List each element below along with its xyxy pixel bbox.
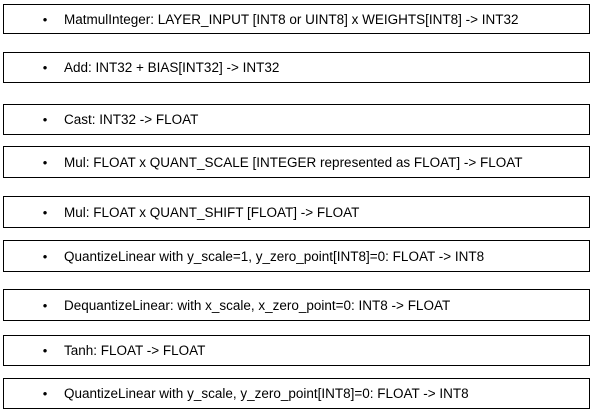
step-label: Tanh: FLOAT -> FLOAT (64, 343, 206, 358)
step-label: QuantizeLinear with y_scale, y_zero_poin… (64, 386, 469, 401)
step-box-tanh: • Tanh: FLOAT -> FLOAT (3, 335, 590, 366)
bullet-icon: • (42, 204, 48, 220)
step-label: DequantizeLinear: with x_scale, x_zero_p… (64, 297, 451, 313)
step-label: MatmulInteger: LAYER_INPUT [INT8 or UINT… (64, 11, 519, 27)
step-box-mul-quant-shift: • Mul: FLOAT x QUANT_SHIFT [FLOAT] -> FL… (3, 196, 590, 228)
step-box-quantizelinear-scale-1: • QuantizeLinear with y_scale=1, y_zero_… (3, 240, 590, 272)
step-box-add: • Add: INT32 + BIAS[INT32] -> INT32 (3, 52, 590, 83)
bullet-icon: • (42, 343, 48, 358)
step-label: Cast: INT32 -> FLOAT (64, 112, 199, 127)
bullet-icon: • (42, 60, 48, 75)
step-box-dequantizelinear: • DequantizeLinear: with x_scale, x_zero… (3, 289, 590, 321)
step-box-quantizelinear-final: • QuantizeLinear with y_scale, y_zero_po… (3, 378, 590, 409)
bullet-icon: • (42, 297, 48, 313)
step-label: Mul: FLOAT x QUANT_SCALE [INTEGER repres… (64, 154, 523, 170)
step-label: Mul: FLOAT x QUANT_SHIFT [FLOAT] -> FLOA… (64, 204, 360, 220)
bullet-icon: • (42, 112, 48, 127)
step-label: QuantizeLinear with y_scale=1, y_zero_po… (64, 248, 485, 264)
step-box-mul-quant-scale: • Mul: FLOAT x QUANT_SCALE [INTEGER repr… (3, 146, 590, 178)
bullet-icon: • (42, 386, 48, 401)
step-box-matmulinteger: • MatmulInteger: LAYER_INPUT [INT8 or UI… (3, 4, 590, 34)
step-box-cast: • Cast: INT32 -> FLOAT (3, 104, 590, 135)
step-label: Add: INT32 + BIAS[INT32] -> INT32 (64, 60, 280, 75)
bullet-icon: • (42, 11, 48, 27)
bullet-icon: • (42, 154, 48, 170)
bullet-icon: • (42, 248, 48, 264)
